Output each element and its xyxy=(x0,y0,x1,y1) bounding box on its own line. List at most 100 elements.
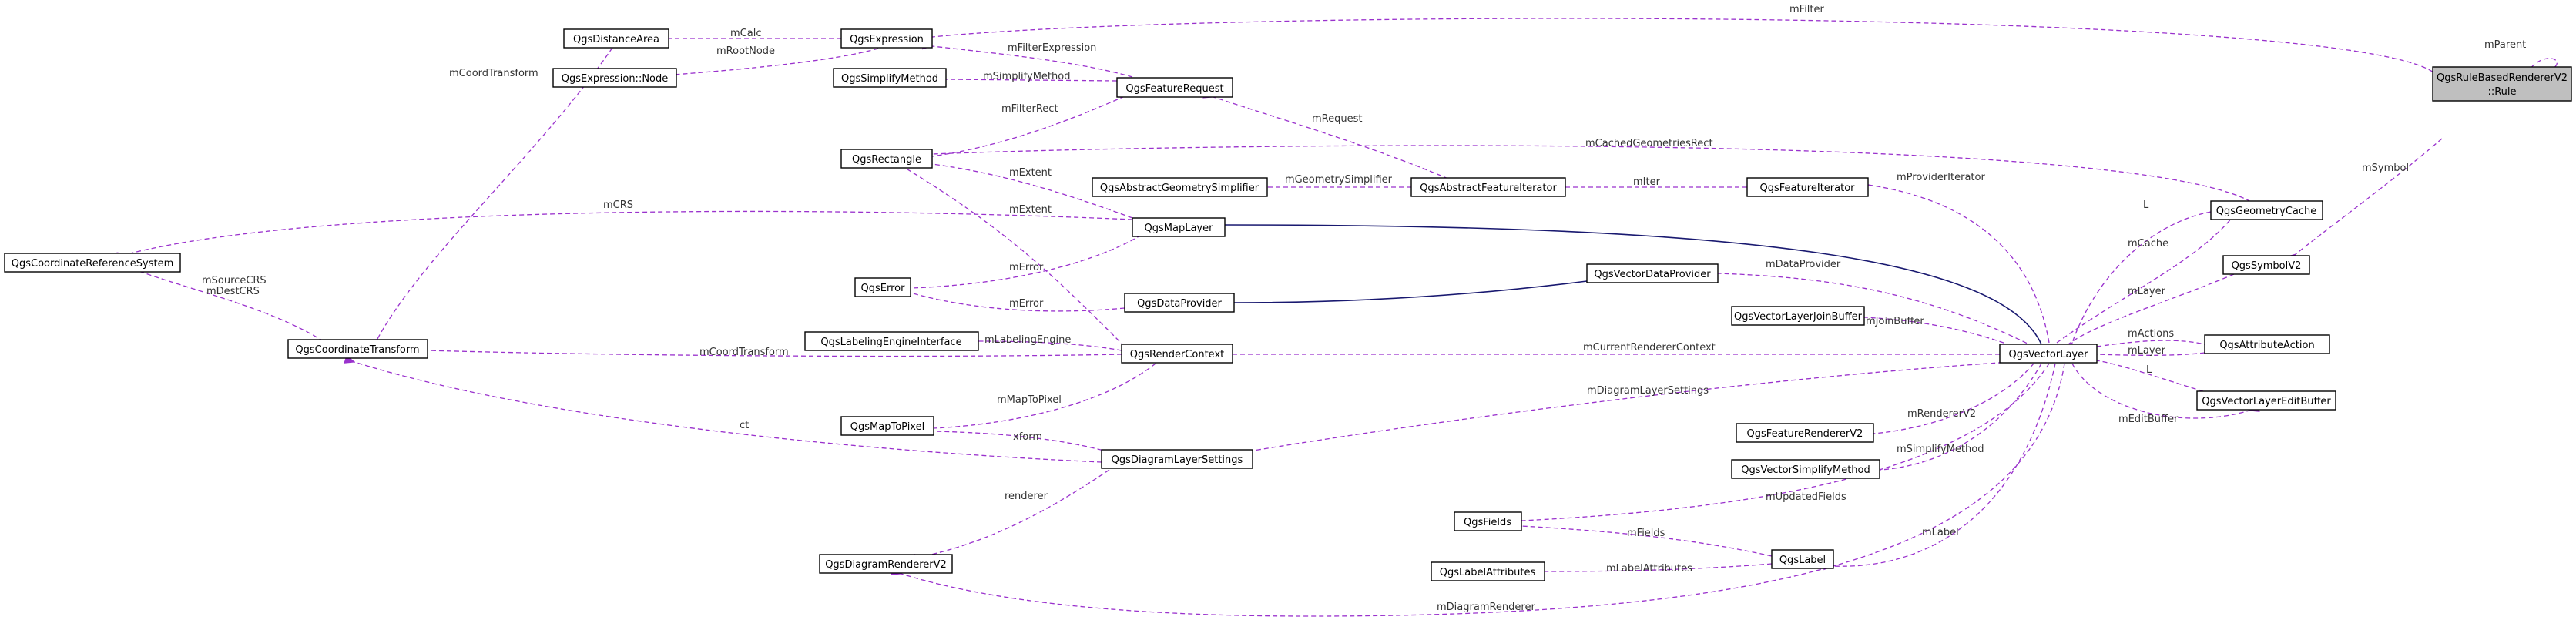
edge-mfilterexpression xyxy=(932,46,1133,78)
node-map-to-pixel[interactable]: QgsMapToPixel xyxy=(840,416,934,436)
node-label-attributes[interactable]: QgsLabelAttributes xyxy=(1431,561,1545,581)
svg-text:QgsLabelAttributes: QgsLabelAttributes xyxy=(1440,567,1536,578)
edge-mrequest xyxy=(1213,97,1449,179)
node-vector-data-provider[interactable]: QgsVectorDataProvider xyxy=(1586,263,1719,283)
label-l-cache: L xyxy=(2143,199,2149,211)
label-mdataprovider: mDataProvider xyxy=(1766,259,1841,270)
node-simplify-method[interactable]: QgsSimplifyMethod xyxy=(833,68,947,88)
label-mfilter: mFilter xyxy=(1789,4,1825,15)
node-feature-renderer-v2[interactable]: QgsFeatureRendererV2 xyxy=(1736,423,1874,443)
edge-mfilter xyxy=(932,18,2439,78)
edge-ct xyxy=(354,362,1102,463)
svg-text:QgsAbstractFeatureIterator: QgsAbstractFeatureIterator xyxy=(1420,183,1557,194)
label-mcurrentrenderercontext: mCurrentRendererContext xyxy=(1583,342,1716,354)
node-error[interactable]: QgsError xyxy=(854,277,911,297)
edge-mlabelingengine xyxy=(978,341,1122,351)
label-ct: ct xyxy=(740,420,749,431)
edge-msimplifymethod-req xyxy=(946,79,1118,81)
edge-mcoordtransform-da xyxy=(377,47,613,339)
label-mlayer-action: mLayer xyxy=(2128,345,2166,357)
node-rectangle[interactable]: QgsRectangle xyxy=(840,149,933,169)
label-mgeometrysimplifier: mGeometrySimplifier xyxy=(1285,174,1393,186)
svg-text:QgsSymbolV2: QgsSymbolV2 xyxy=(2232,260,2302,272)
node-attribute-action[interactable]: QgsAttributeAction xyxy=(2204,334,2330,354)
label-mactions: mActions xyxy=(2128,328,2174,340)
svg-text:QgsDistanceArea: QgsDistanceArea xyxy=(573,34,659,45)
svg-text:QgsSimplifyMethod: QgsSimplifyMethod xyxy=(841,73,938,85)
node-feature-request[interactable]: QgsFeatureRequest xyxy=(1116,77,1233,98)
label-mcoordtransform-rc: mCoordTransform xyxy=(699,347,789,358)
svg-text:QgsAbstractGeometrySimplifier: QgsAbstractGeometrySimplifier xyxy=(1100,183,1259,194)
svg-text:QgsRectangle: QgsRectangle xyxy=(852,154,921,166)
label-msimplifymethod-req: mSimplifyMethod xyxy=(983,71,1070,82)
node-abstract-feature-iterator[interactable]: QgsAbstractFeatureIterator xyxy=(1410,177,1566,197)
edge-meditbuffer xyxy=(2071,363,2249,419)
inherit-vectorlayer-maplayer xyxy=(1225,225,2042,345)
node-feature-iterator[interactable]: QgsFeatureIterator xyxy=(1746,177,1869,197)
svg-text:QgsVectorLayerEditBuffer: QgsVectorLayerEditBuffer xyxy=(2202,396,2331,407)
node-vector-layer-join-buffer[interactable]: QgsVectorLayerJoinBuffer xyxy=(1731,306,1865,326)
node-vector-layer[interactable]: QgsVectorLayer xyxy=(1999,344,2098,364)
label-xform: xform xyxy=(1013,431,1042,443)
svg-text:QgsDiagramRendererV2: QgsDiagramRendererV2 xyxy=(825,559,947,571)
node-vector-simplify-method[interactable]: QgsVectorSimplifyMethod xyxy=(1731,459,1880,479)
label-meditbuffer: mEditBuffer xyxy=(2118,414,2179,425)
node-labeling-engine-interface[interactable]: QgsLabelingEngineInterface xyxy=(804,331,979,351)
node-abstract-geometry-simplifier[interactable]: QgsAbstractGeometrySimplifier xyxy=(1092,177,1268,197)
svg-text:QgsVectorSimplifyMethod: QgsVectorSimplifyMethod xyxy=(1741,464,1870,476)
svg-text:QgsCoordinateReferenceSystem: QgsCoordinateReferenceSystem xyxy=(12,258,173,270)
edge-mmaptopixel xyxy=(934,363,1156,428)
label-mlayer-symbol: mLayer xyxy=(2128,286,2166,297)
label-msymbol: mSymbol xyxy=(2362,163,2409,174)
edge-mdataprovider xyxy=(1718,273,2034,347)
label-mextent2: mExtent xyxy=(1009,204,1052,216)
node-geometry-cache[interactable]: QgsGeometryCache xyxy=(2210,200,2323,220)
node-data-provider[interactable]: QgsDataProvider xyxy=(1124,293,1235,313)
node-vector-layer-edit-buffer[interactable]: QgsVectorLayerEditBuffer xyxy=(2196,390,2336,411)
edge-mcoordtransform-rc xyxy=(428,350,1122,357)
node-render-context[interactable]: QgsRenderContext xyxy=(1121,344,1233,364)
node-diagram-layer-settings[interactable]: QgsDiagramLayerSettings xyxy=(1101,449,1253,469)
edge-mextent2 xyxy=(901,166,1125,347)
node-crs[interactable]: QgsCoordinateReferenceSystem xyxy=(4,253,181,273)
node-fields[interactable]: QgsFields xyxy=(1454,511,1522,531)
label-mmaptopixel: mMapToPixel xyxy=(997,394,1062,406)
edge-mfilterrect xyxy=(932,96,1125,156)
node-distance-area[interactable]: QgsDistanceArea xyxy=(563,28,669,49)
label-mupdatedfields: mUpdatedFields xyxy=(1766,491,1846,503)
nodes: QgsRuleBasedRendererV2 ::Rule QgsExpress… xyxy=(4,28,2572,581)
node-symbol-v2[interactable]: QgsSymbolV2 xyxy=(2222,255,2310,275)
svg-text:QgsAttributeAction: QgsAttributeAction xyxy=(2219,340,2314,351)
label-mfields: mFields xyxy=(1627,528,1665,539)
label-mrootnode: mRootNode xyxy=(716,45,775,57)
edge-mcachedgeometriesrect xyxy=(932,145,2258,206)
edge-renderer xyxy=(924,469,1110,556)
node-expression[interactable]: QgsExpression xyxy=(840,28,933,49)
label-mcache: mCache xyxy=(2128,238,2168,250)
label-msourcecrs-2: mDestCRS xyxy=(206,286,260,297)
svg-text:QgsDiagramLayerSettings: QgsDiagramLayerSettings xyxy=(1112,454,1243,466)
node-map-layer[interactable]: QgsMapLayer xyxy=(1132,217,1226,237)
label-mfilterexpression: mFilterExpression xyxy=(1008,42,1096,54)
label-mfilterrect: mFilterRect xyxy=(1001,103,1058,115)
edge-msymbol xyxy=(2296,138,2443,254)
edge-msimplifymethod-vl xyxy=(1880,363,2042,470)
svg-text:QgsRenderContext: QgsRenderContext xyxy=(1130,349,1224,360)
edges xyxy=(127,18,2558,617)
svg-text:QgsFeatureIterator: QgsFeatureIterator xyxy=(1759,183,1855,194)
edge-mlabel xyxy=(1833,363,2056,566)
edge-mjoinbuffer xyxy=(1864,317,2019,349)
label-mcrs: mCRS xyxy=(603,199,633,211)
node-coordinate-transform[interactable]: QgsCoordinateTransform xyxy=(287,339,428,359)
node-diagram-renderer-v2[interactable]: QgsDiagramRendererV2 xyxy=(819,554,953,574)
node-expression-node[interactable]: QgsExpression::Node xyxy=(552,68,677,88)
node-label[interactable]: QgsLabel xyxy=(1771,549,1834,569)
node-rule[interactable]: QgsRuleBasedRendererV2 ::Rule xyxy=(2432,66,2572,102)
edge-mcrs xyxy=(127,210,1133,254)
edge-mdiagramlayersettings xyxy=(1244,361,2011,452)
label-miter: mIter xyxy=(1633,176,1661,188)
label-msimplifymethod-vl: mSimplifyMethod xyxy=(1897,444,1984,455)
edge-mlayer-action xyxy=(2097,353,2205,355)
edge-mprovideriterator xyxy=(1868,185,2050,344)
edge-merror1 xyxy=(911,230,1149,288)
